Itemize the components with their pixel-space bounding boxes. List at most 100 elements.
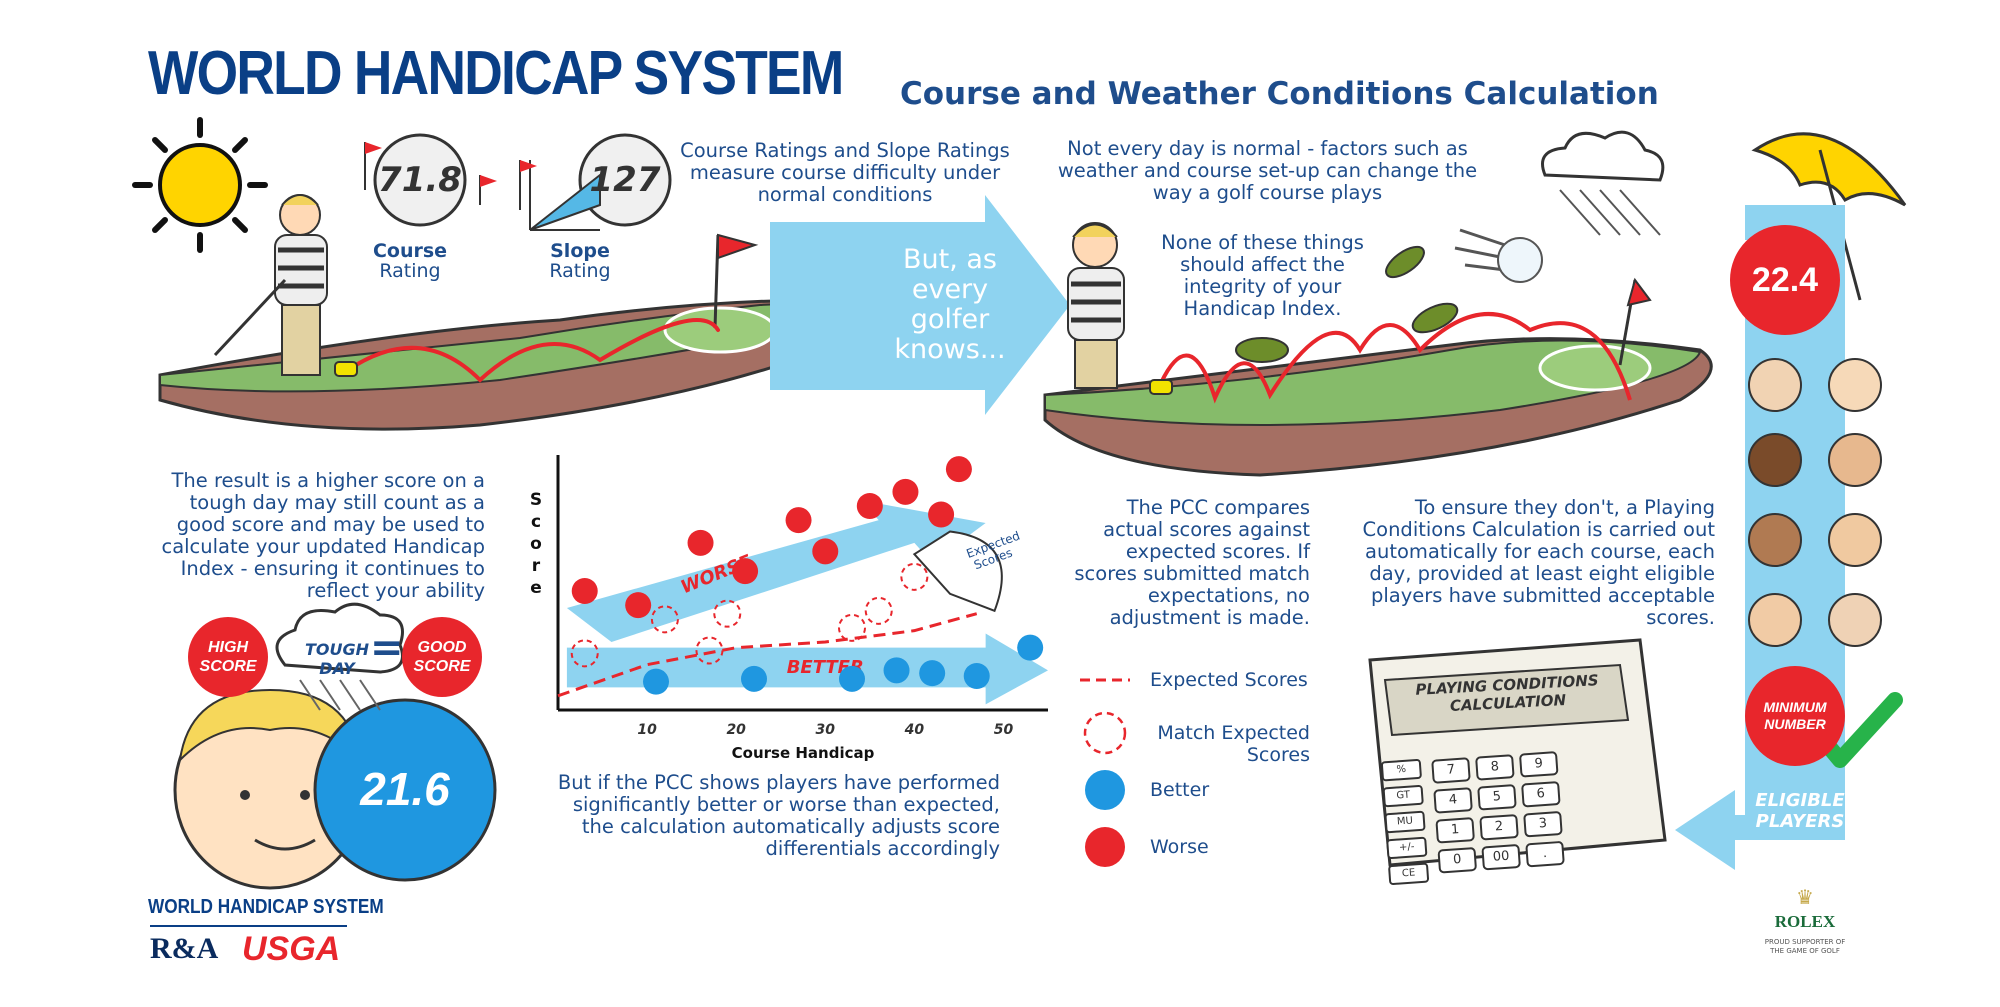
- ra-logo: R&A: [150, 932, 219, 965]
- legend-expected-label: Expected Scores: [1150, 669, 1308, 691]
- calculator-key: 9: [1518, 751, 1559, 778]
- legend-worse-swatch: [1085, 827, 1125, 867]
- arrow-text-line: golfer: [910, 304, 990, 335]
- worse-point: [687, 529, 714, 556]
- slope-rating-ball-icon: [578, 133, 672, 227]
- better-point: [919, 660, 946, 687]
- legend-better-label: Better: [1150, 779, 1210, 801]
- golfer-illustration-right: [1067, 222, 1125, 389]
- worse-point: [856, 493, 883, 519]
- worse-point: [785, 507, 812, 534]
- gust-icon: [1497, 237, 1543, 283]
- calculator-key: 7: [1431, 757, 1471, 784]
- rolex-logo: ROLEX: [1774, 912, 1836, 931]
- legend-match-line: Match Expected: [1157, 722, 1310, 744]
- match-expected-point: [570, 639, 599, 668]
- arrow-text-line: But, as: [903, 244, 997, 275]
- golfer-illustration-left: [213, 194, 328, 376]
- eligible-players-line: ELIGIBLE: [1755, 790, 1845, 811]
- page-title: WORLD HANDICAP SYSTEM: [148, 39, 844, 108]
- calculator-key: .: [1525, 840, 1565, 868]
- calculator-key: 6: [1521, 780, 1561, 808]
- wind-icon: [1454, 228, 1506, 272]
- calculator-key: 00: [1481, 843, 1521, 871]
- cone-icon: [912, 530, 1003, 613]
- calculator-key: 8: [1475, 754, 1515, 781]
- slope-rating-value: 127: [589, 160, 661, 200]
- cloud-rain-icon: [1541, 130, 1665, 236]
- legend-match-line: Scores: [1246, 744, 1310, 766]
- high-score-line: HIGH: [208, 639, 248, 656]
- y-axis-label-letter: r: [532, 556, 541, 576]
- match-expected-point: [864, 596, 893, 625]
- ratings-description: Course Ratings and Slope Ratings measure…: [680, 139, 1010, 206]
- flag-icons: [364, 142, 537, 210]
- tough-day-line: DAY: [319, 659, 355, 678]
- x-tick-label: 20: [726, 722, 746, 738]
- better-point: [1017, 634, 1044, 661]
- calculator-side-key: CE: [1387, 862, 1430, 886]
- equals-sign: =: [370, 625, 404, 671]
- tough-day-faces: [173, 688, 497, 890]
- slope-rating-label: Slope: [550, 240, 610, 262]
- y-axis-label-letter: e: [530, 578, 542, 598]
- sun-icon: [132, 117, 268, 253]
- slope-rating-sublabel: Rating: [549, 260, 611, 282]
- x-tick-label: 30: [816, 722, 836, 738]
- calculator-key: 1: [1435, 817, 1475, 844]
- good-score-line: SCORE: [413, 658, 471, 675]
- worse-point: [945, 456, 972, 483]
- rolex-tagline-line: THE GAME OF GOLF: [1770, 947, 1840, 955]
- handicap-index-after: 22.4: [1730, 225, 1840, 335]
- player-faces: [1748, 358, 1882, 647]
- x-tick-label: 40: [904, 722, 925, 738]
- slope-graphic: [529, 160, 601, 231]
- y-axis-label-letter: S: [530, 490, 542, 510]
- course-island-right: [1043, 277, 1713, 477]
- high-score-bubble: HIGH SCORE: [188, 617, 268, 697]
- course-island-left: [158, 233, 863, 431]
- x-tick-label: 50: [994, 722, 1014, 738]
- calculator-key: 4: [1433, 787, 1473, 814]
- integrity-text: None of these things should affect the i…: [1161, 231, 1364, 320]
- worse-point: [928, 501, 955, 528]
- x-axis-label: Course Handicap: [732, 744, 875, 762]
- better-point: [643, 668, 669, 695]
- minimum-number-line: NUMBER: [1764, 716, 1826, 732]
- rain-lines: [299, 679, 381, 711]
- legend-match-swatch: [1083, 711, 1127, 755]
- worse-point: [812, 538, 839, 565]
- but-if-text: But if the PCC shows players have perfor…: [557, 771, 1000, 860]
- calculator-side-key: +/-: [1386, 836, 1428, 860]
- calculator-key: 3: [1523, 810, 1563, 838]
- worse-point: [571, 578, 598, 604]
- calculator-side-key: GT: [1382, 784, 1424, 808]
- calculator-key: 0: [1437, 846, 1478, 874]
- rolex-crown-icon: ♛: [1796, 885, 1814, 909]
- worse-point: [892, 478, 919, 505]
- match-expected-point: [838, 613, 866, 642]
- good-score-line: GOOD: [417, 639, 467, 656]
- y-axis-label-letter: o: [530, 534, 542, 554]
- better-point: [741, 665, 767, 692]
- calculator-key: 5: [1477, 784, 1517, 811]
- expected-scores-line: [557, 612, 978, 698]
- worse-point: [625, 592, 652, 619]
- leaf-icon: [1385, 245, 1425, 279]
- better-arrow: [566, 633, 1048, 705]
- page-subtitle: Course and Weather Conditions Calculatio…: [900, 76, 1659, 112]
- usga-logo: USGA: [242, 930, 341, 968]
- rolex-tagline-line: PROUD SUPPORTER OF: [1764, 938, 1846, 946]
- match-expected-point: [695, 636, 724, 665]
- match-expected-point: [713, 599, 742, 628]
- arrow-text: But, as every golfer knows...: [880, 245, 1020, 365]
- high-score-line: SCORE: [199, 658, 257, 675]
- good-score-bubble: GOOD SCORE: [402, 617, 482, 697]
- footer-divider: [150, 925, 347, 927]
